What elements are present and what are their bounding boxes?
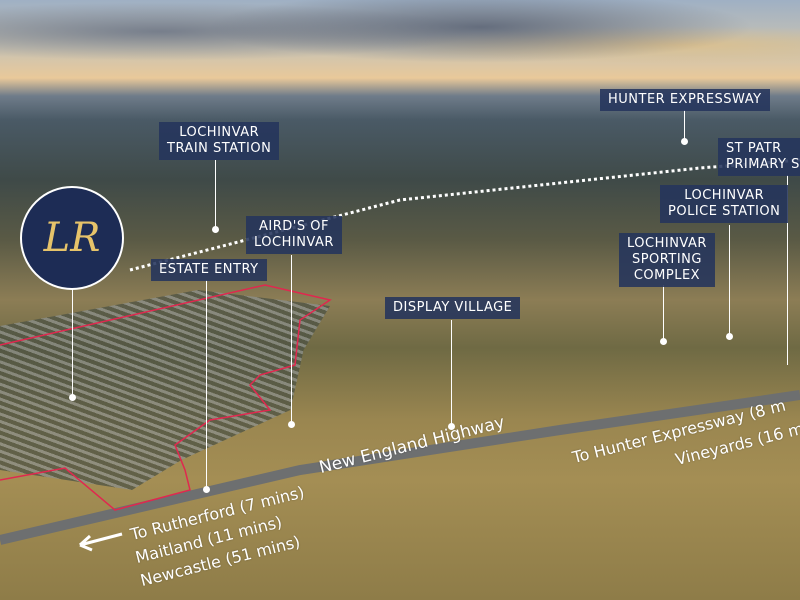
marker-dot (681, 138, 688, 145)
marker-dot (69, 394, 76, 401)
leader-line (684, 110, 685, 140)
marker-dot (726, 333, 733, 340)
leader-line (787, 175, 788, 365)
label-line: COMPLEX (633, 268, 701, 283)
leader-line (215, 160, 216, 228)
label-line: TRAIN STATION (167, 141, 272, 156)
marker-dot (660, 338, 667, 345)
label-line: SPORTING (631, 252, 702, 267)
marker-dot (212, 226, 219, 233)
label-line: POLICE STATION (668, 204, 781, 219)
highway-road (0, 390, 800, 545)
label-line: LOCHINVAR (254, 235, 334, 250)
label-hunter-expressway: HUNTER EXPRESSWAY (600, 89, 770, 111)
label-line: AIRD'S OF (258, 219, 329, 234)
estate-logo: LR (20, 186, 124, 290)
leader-line (291, 255, 292, 423)
label-display-village: DISPLAY VILLAGE (385, 297, 521, 319)
label-line: LOCHINVAR (179, 125, 260, 140)
marker-dot (288, 421, 295, 428)
label-estate-entry: ESTATE ENTRY (151, 259, 267, 281)
leader-line (729, 225, 730, 335)
marker-dot (448, 423, 455, 430)
direction-arrow (78, 532, 123, 552)
estate-boundary (0, 284, 332, 511)
leader-line (206, 280, 207, 488)
leader-line (72, 288, 73, 396)
leader-line (451, 320, 452, 425)
label-line: LOCHINVAR (684, 188, 765, 203)
sky-clouds (0, 0, 800, 90)
leader-line (663, 285, 664, 340)
label-line: PRIMARY S (726, 157, 800, 172)
marker-dot (203, 486, 210, 493)
label-line: ST PATR (726, 141, 782, 156)
logo-monogram: LR (43, 215, 101, 261)
label-line: LOCHINVAR (627, 236, 707, 251)
